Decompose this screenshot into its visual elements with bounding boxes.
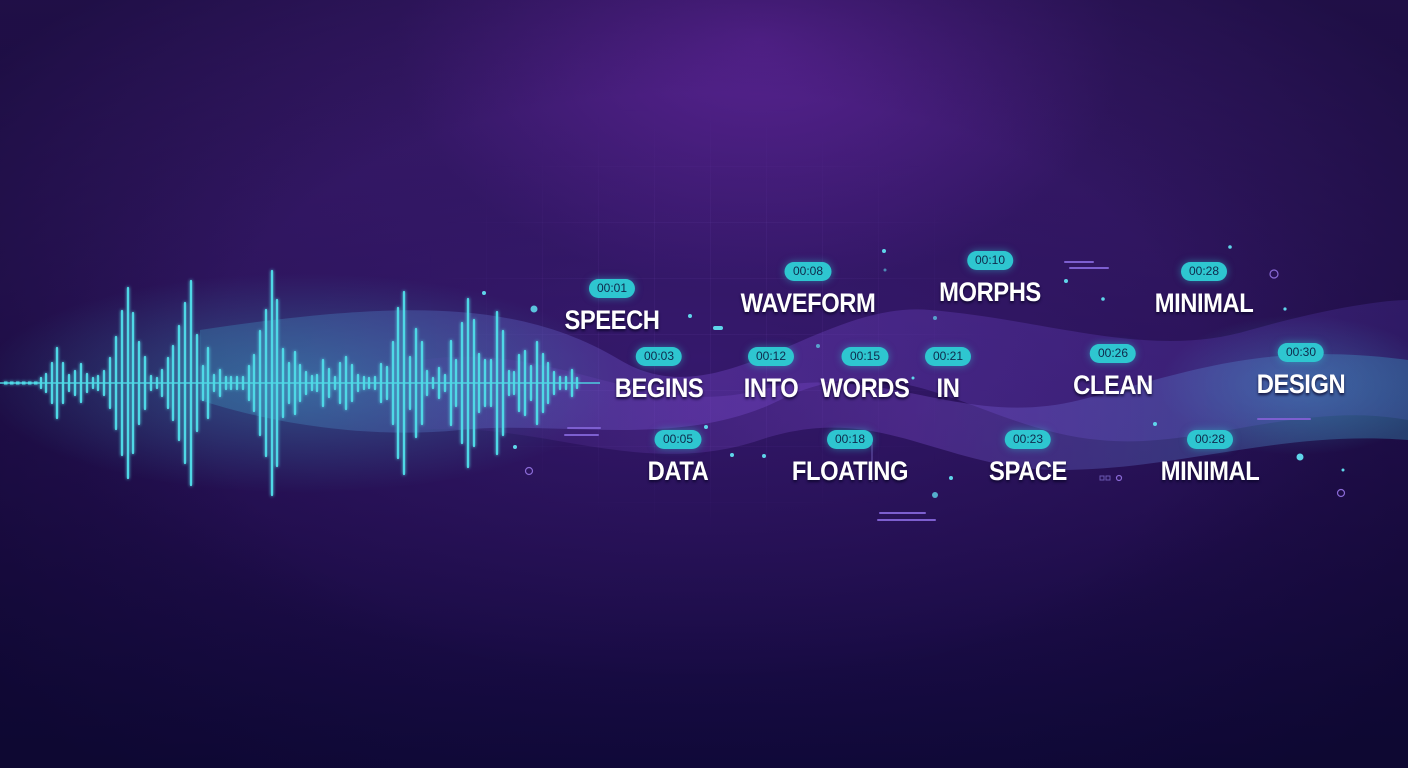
waveform-lead-dash bbox=[4, 381, 8, 385]
timestamp-badge: 00:18 bbox=[826, 430, 874, 449]
timestamp-badge: 00:12 bbox=[747, 347, 795, 366]
timestamp-badge: 00:01 bbox=[588, 279, 636, 298]
timestamp-badge: 00:10 bbox=[966, 251, 1014, 270]
waveform-lead-dash bbox=[34, 381, 38, 385]
word-label: WORDS bbox=[820, 373, 910, 403]
word-label: WAVEFORM bbox=[740, 288, 876, 318]
word-label: MINIMAL bbox=[1154, 288, 1254, 318]
timestamp-badge: 00:08 bbox=[784, 262, 832, 281]
timestamp-badge: 00:23 bbox=[1004, 430, 1052, 449]
word-label: BEGINS bbox=[614, 373, 704, 403]
word-label: SPEECH bbox=[564, 305, 660, 335]
word-label: IN bbox=[936, 373, 960, 403]
timestamp-badge: 00:26 bbox=[1089, 344, 1137, 363]
timestamp-badge: 00:28 bbox=[1180, 262, 1228, 281]
word-label: CLEAN bbox=[1073, 370, 1153, 400]
word-label: SPACE bbox=[989, 456, 1067, 486]
timestamp-badge: 00:21 bbox=[924, 347, 972, 366]
word-label: MORPHS bbox=[939, 277, 1041, 307]
word-label: INTO bbox=[743, 373, 799, 403]
waveform-lead-dash bbox=[16, 381, 20, 385]
waveform-lead-dash bbox=[10, 381, 14, 385]
waveform-lead-dash bbox=[22, 381, 26, 385]
timestamp-badge: 00:15 bbox=[841, 347, 889, 366]
waveform-lead-dash bbox=[28, 381, 32, 385]
word-label: DESIGN bbox=[1256, 369, 1346, 399]
timestamp-badge: 00:28 bbox=[1186, 430, 1234, 449]
word-label: FLOATING bbox=[791, 456, 909, 486]
word-label: MINIMAL bbox=[1160, 456, 1260, 486]
timestamp-badge: 00:30 bbox=[1277, 343, 1325, 362]
timestamp-badge: 00:05 bbox=[654, 430, 702, 449]
timestamp-badge: 00:03 bbox=[635, 347, 683, 366]
word-label: DATA bbox=[647, 456, 709, 486]
